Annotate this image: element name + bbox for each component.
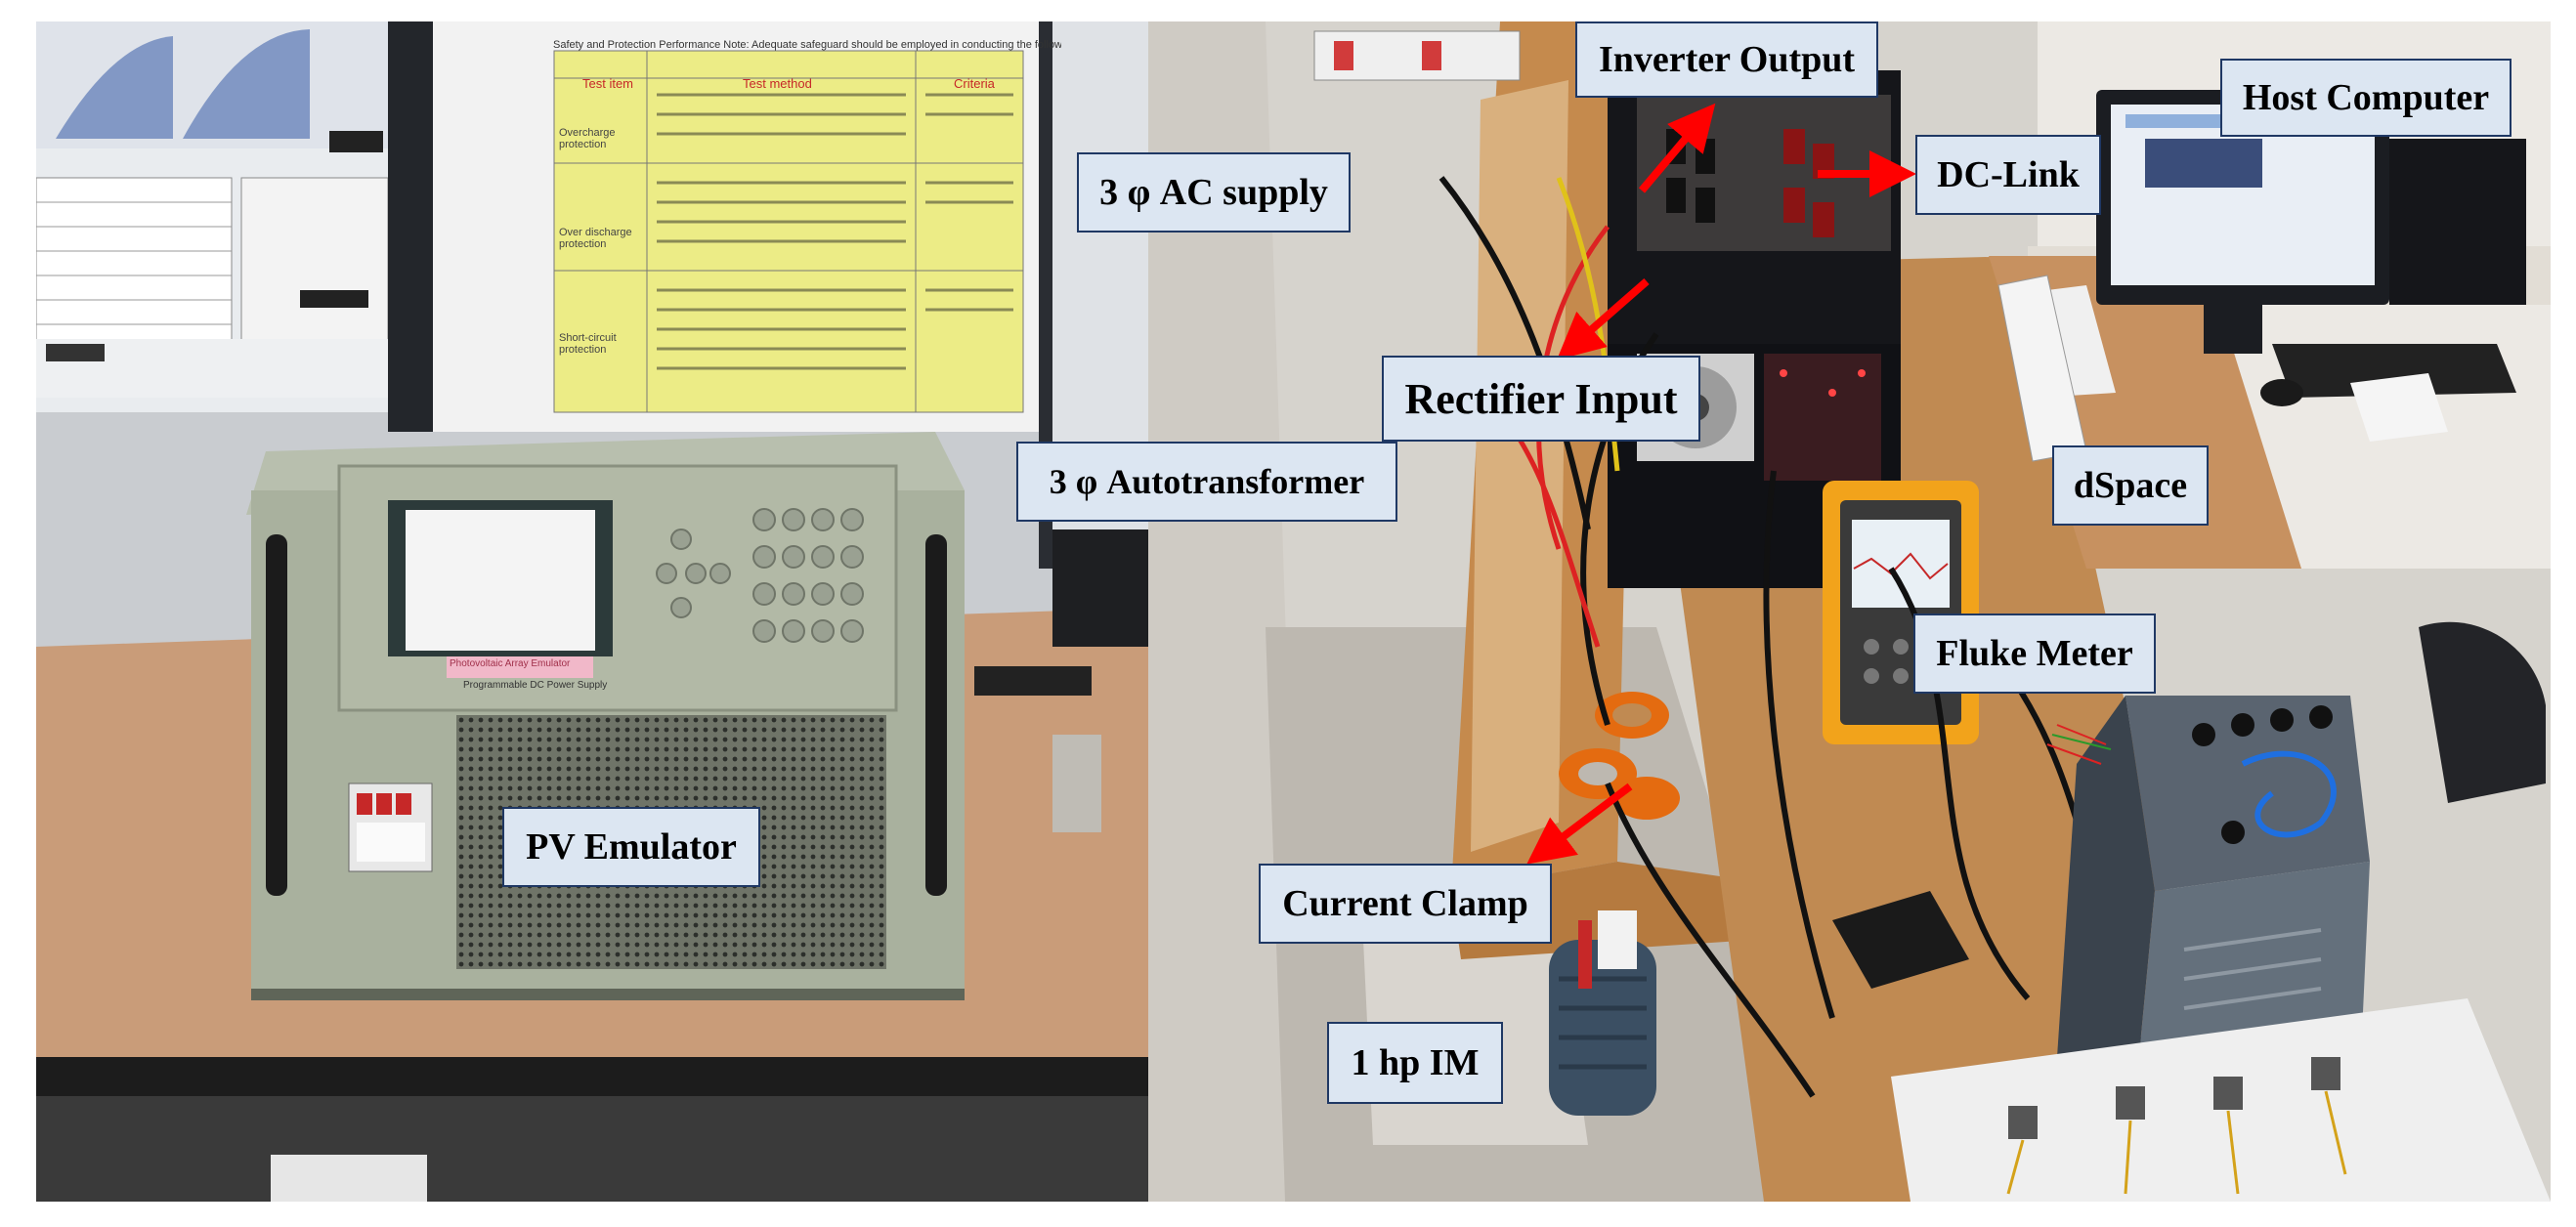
- label-dc-link: DC-Link: [1915, 135, 2101, 215]
- arrow-inverter-output: [1638, 103, 1716, 193]
- pv-emulator-photo: [36, 21, 1148, 1202]
- label-inverter-output: Inverter Output: [1575, 21, 1878, 98]
- arrow-rectifier-input: [1556, 277, 1650, 360]
- device-model-text: Programmable DC Power Supply: [463, 680, 608, 691]
- poster-row-overcharge: Overcharge protection: [559, 127, 616, 150]
- label-induction-motor: 1 hp IM: [1327, 1022, 1503, 1104]
- poster-col-criteria: Criteria: [954, 76, 995, 91]
- device-sticker: Photovoltaic Array Emulator: [450, 658, 571, 669]
- poster-row-shortcircuit: Short-circuit protection: [559, 332, 617, 356]
- poster-row-overdischarge: Over discharge protection: [559, 227, 632, 250]
- label-ac-supply: 3 φ AC supply: [1077, 152, 1351, 233]
- label-dspace: dSpace: [2052, 445, 2209, 526]
- poster-col-method: Test method: [743, 76, 812, 91]
- label-rectifier-input: Rectifier Input: [1382, 356, 1700, 442]
- arrow-current-clamp: [1526, 783, 1633, 865]
- label-autotransformer: 3 φ Autotransformer: [1016, 442, 1397, 522]
- label-pv-emulator: PV Emulator: [502, 807, 760, 887]
- label-fluke-meter: Fluke Meter: [1913, 614, 2156, 694]
- poster-col-item: Test item: [582, 76, 634, 91]
- poster-heading: Safety and Protection Performance Note: …: [553, 39, 1061, 51]
- label-current-clamp: Current Clamp: [1259, 864, 1552, 944]
- label-host-computer: Host Computer: [2220, 59, 2512, 137]
